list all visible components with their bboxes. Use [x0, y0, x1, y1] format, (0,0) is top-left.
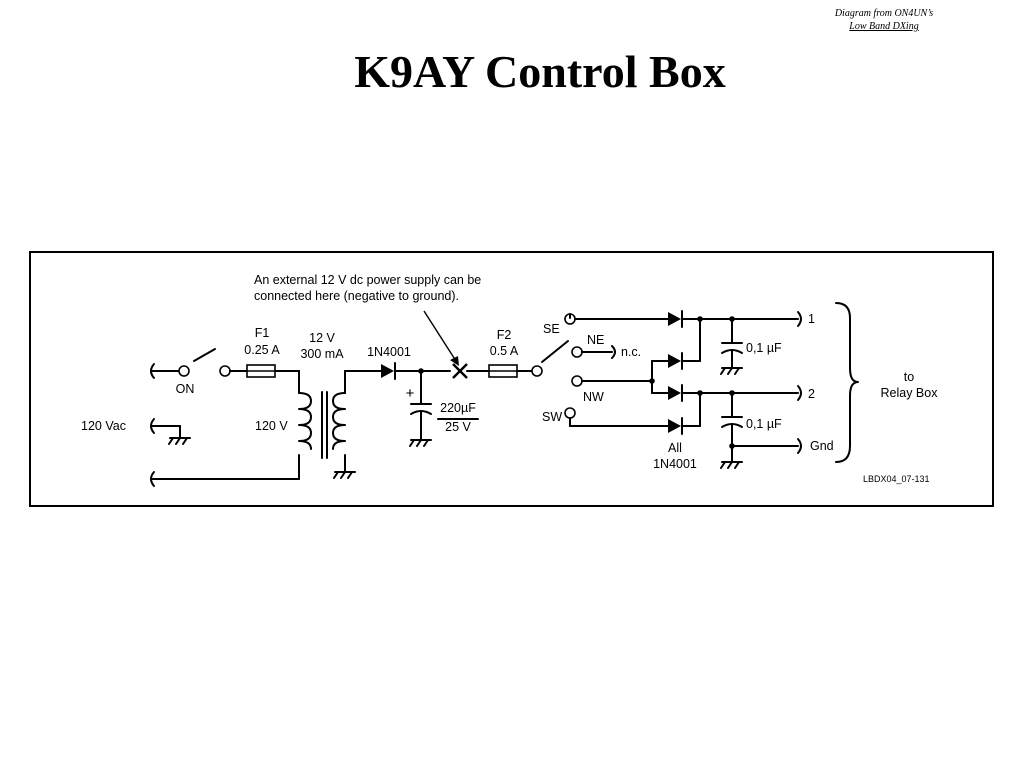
steering-diodes [668, 310, 799, 435]
credit-line-1: Diagram from ON4UN’s [834, 8, 934, 19]
note-arrow [423, 310, 457, 362]
bypass-cap-1-label: 0,1 µF [746, 341, 782, 355]
direction-nw-label: NW [583, 390, 604, 404]
relay-box-label: Relay Box [881, 386, 939, 400]
steering-diode [668, 312, 681, 326]
output-gnd-label: Gnd [810, 439, 834, 453]
filter-cap-value: 220µF [440, 401, 476, 415]
output-terminals [797, 302, 859, 463]
steering-diode [668, 386, 681, 400]
direction-ne-label: NE [587, 333, 604, 347]
output-1-label: 1 [808, 312, 815, 326]
all-diodes-type-label: 1N4001 [653, 457, 697, 471]
rectifier-diode [381, 364, 394, 378]
terminal-1 [797, 311, 802, 327]
switch-contact [219, 365, 231, 377]
to-label: to [904, 370, 914, 384]
switch-contact [178, 365, 190, 377]
selector-common [531, 365, 543, 377]
switch-on-label: ON [176, 382, 195, 396]
output-2-label: 2 [808, 387, 815, 401]
credit-line-2: Low Band DXing [849, 21, 919, 32]
transformer-secondary-voltage: 12 V [309, 331, 335, 345]
page-title: K9AY Control Box [354, 46, 726, 97]
terminal-2 [797, 385, 802, 401]
cap-polarity-label: + [406, 385, 415, 402]
note-line-2: connected here (negative to ground). [254, 289, 459, 303]
fuse1-name-label: F1 [255, 326, 270, 340]
diagram-frame [29, 251, 994, 507]
power-transformer [298, 370, 356, 479]
rectifier-filter [344, 310, 543, 447]
transformer-secondary-current: 300 mA [300, 347, 344, 361]
steering-diode [668, 419, 681, 433]
selector-blade [541, 340, 569, 363]
direction-se-label: SE [543, 322, 560, 336]
not-connected-label: n.c. [621, 345, 641, 359]
all-diodes-label: All [668, 441, 682, 455]
rectifier-diode-label: 1N4001 [367, 345, 411, 359]
fuse2-rating-label: 0.5 A [490, 344, 519, 358]
power-switch-blade [193, 348, 216, 362]
filter-cap-voltage: 25 V [445, 420, 471, 434]
bypass-cap-2-label: 0,1 µF [746, 417, 782, 431]
figure-id-label: LBDX04_07-131 [863, 474, 930, 484]
relay-box-brace [835, 302, 859, 463]
terminal-gnd [797, 438, 802, 454]
fuse1-rating-label: 0.25 A [244, 343, 280, 357]
diagram-credit: Diagram from ON4UN’s Low Band DXing [774, 7, 994, 33]
direction-selector [541, 313, 669, 427]
mains-input [150, 348, 300, 487]
note-line-1: An external 12 V dc power supply can be [254, 273, 481, 287]
bypass-capacitors [720, 316, 799, 469]
transformer-primary-label: 120 V [255, 419, 288, 433]
steering-diode [668, 354, 681, 368]
direction-sw-label: SW [542, 410, 562, 424]
mains-voltage-label: 120 Vac [81, 419, 126, 433]
fuse2-name-label: F2 [497, 328, 512, 342]
